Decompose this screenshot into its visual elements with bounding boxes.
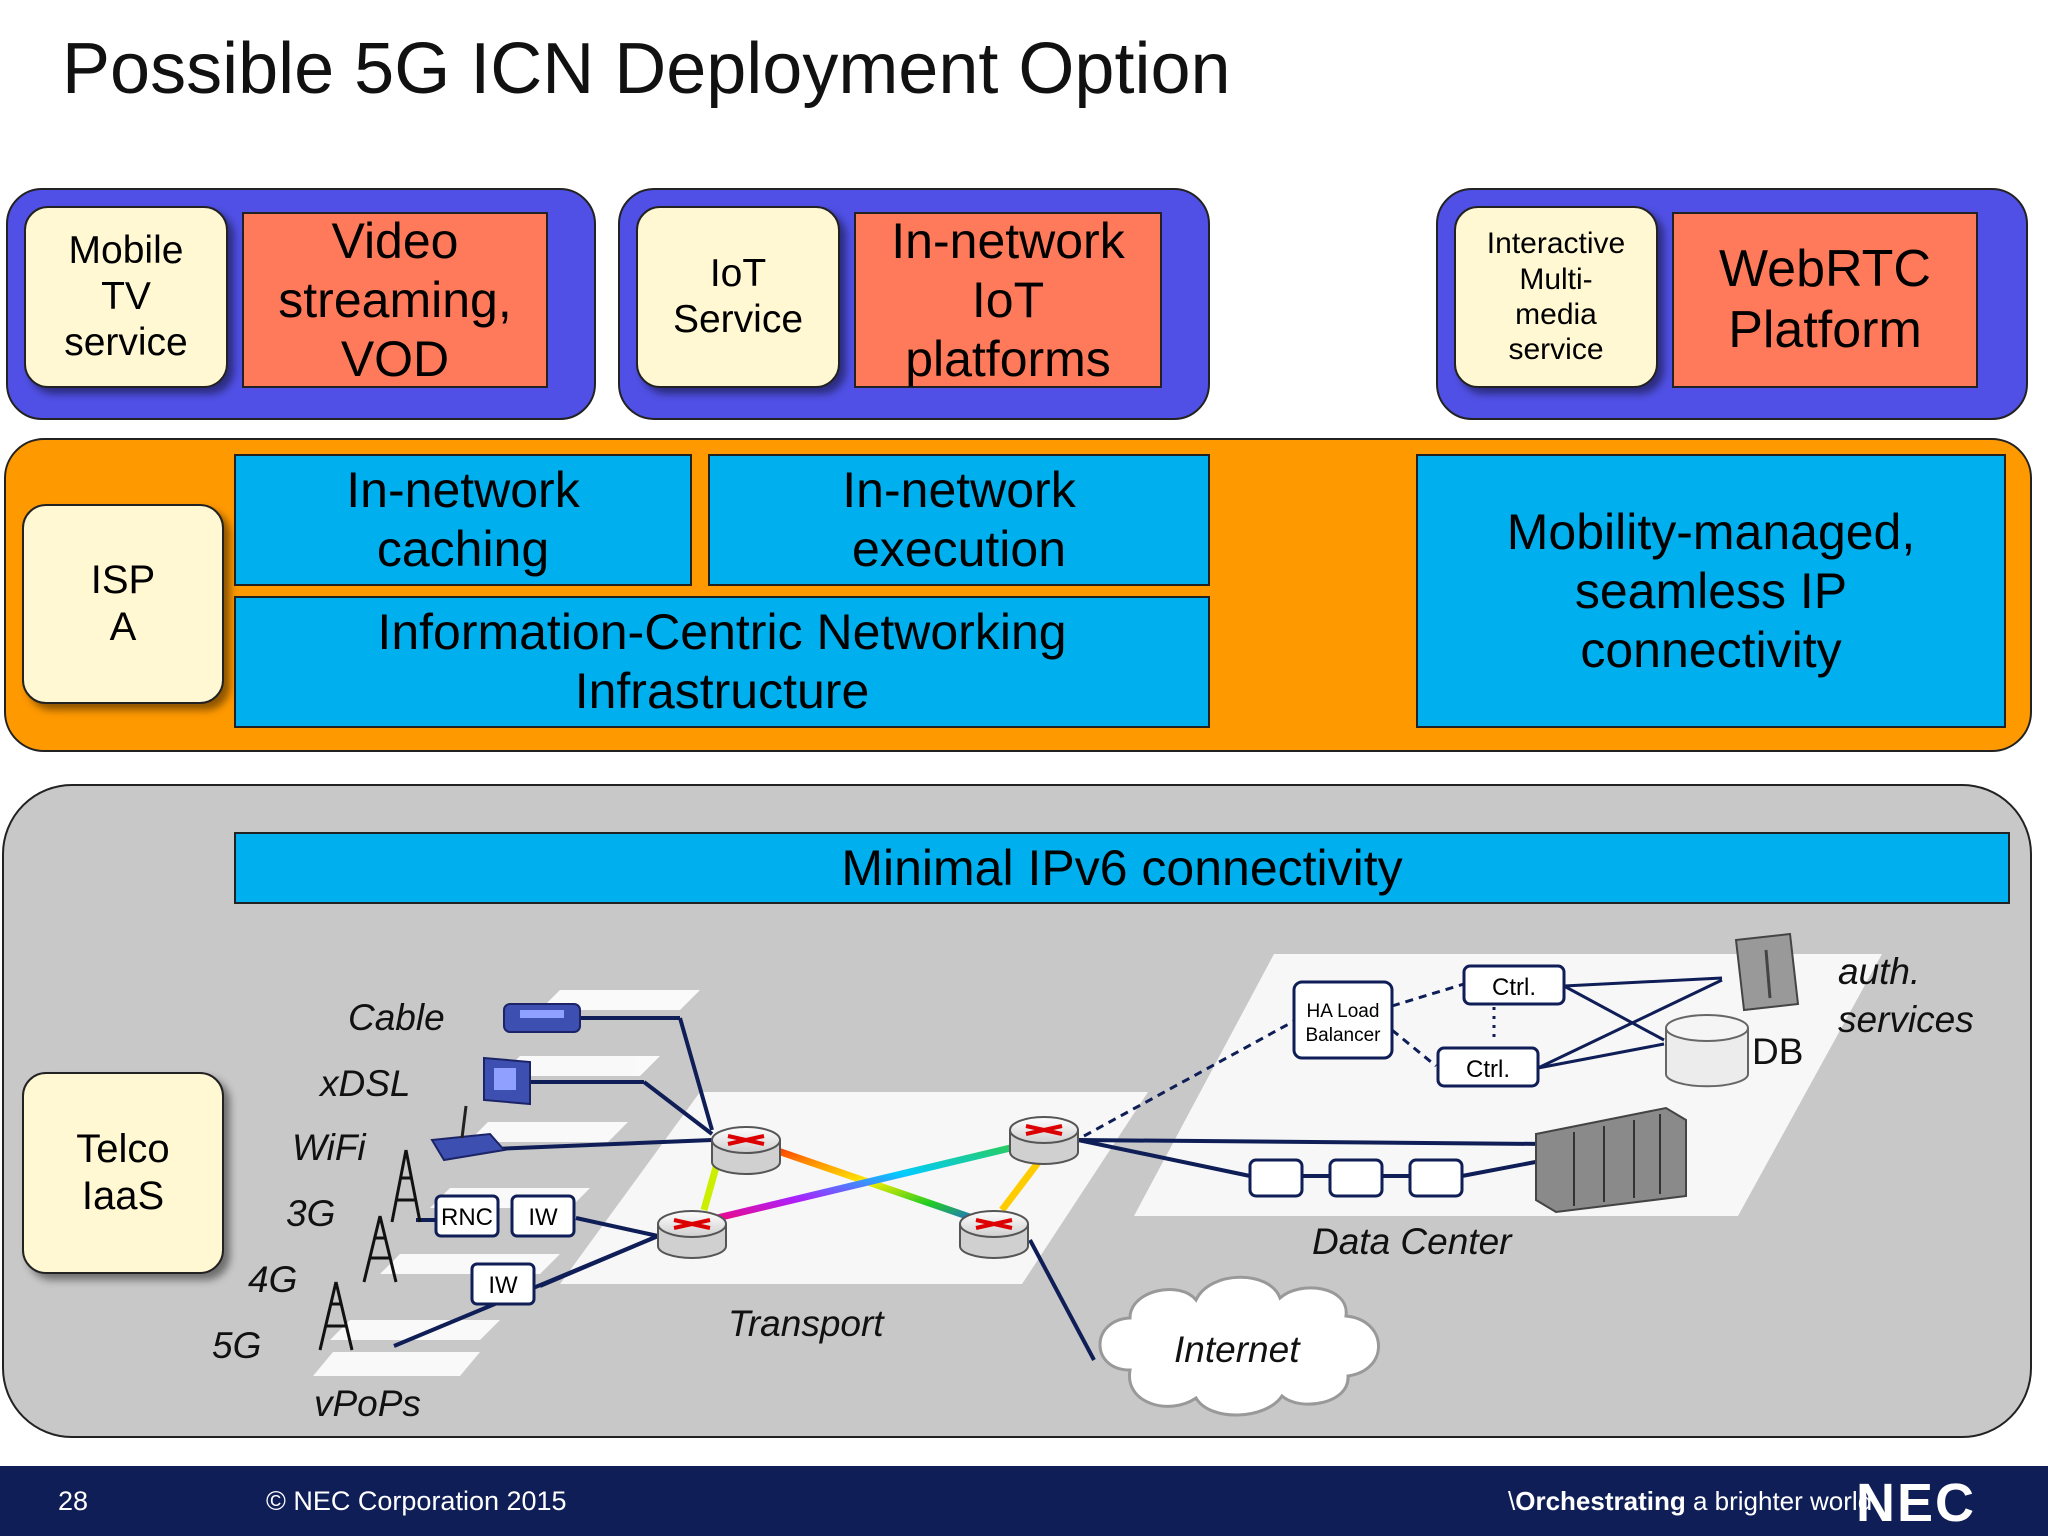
auth-label-line-2: services xyxy=(1838,999,1974,1040)
ctrl-label-bottom: Ctrl. xyxy=(1466,1056,1510,1083)
vpops-label: vPoPs xyxy=(314,1383,421,1424)
tagline-bold: Orchestrating xyxy=(1515,1486,1686,1516)
iw-label-3g: IW xyxy=(528,1204,558,1231)
iot-service-box: IoT Service xyxy=(636,206,840,388)
iw-box-3g: IW xyxy=(510,1194,576,1238)
iw-label-4g: IW xyxy=(488,1272,518,1299)
data-center-label: Data Center xyxy=(1312,1221,1513,1262)
mobile-tv-service-box: Mobile TV service xyxy=(24,206,228,388)
page-title: Possible 5G ICN Deployment Option xyxy=(62,29,1231,109)
ha-load-balancer-line-2: Balancer xyxy=(1306,1025,1382,1046)
iw-box-4g: IW xyxy=(470,1262,536,1306)
access-xdsl-label: xDSL xyxy=(318,1063,410,1104)
ha-load-balancer-line-1: HA Load xyxy=(1307,1001,1380,1022)
wifi-router-icon xyxy=(430,1105,506,1162)
mobility-managed-box: Mobility-managed, seamless IP connectivi… xyxy=(1416,454,2006,728)
ctrl-box-top: Ctrl. xyxy=(1462,964,1566,1006)
copyright: © NEC Corporation 2015 xyxy=(266,1486,567,1516)
ha-load-balancer-box: HA Load Balancer xyxy=(1292,980,1394,1060)
server-rack-icon xyxy=(1535,1106,1687,1214)
access-3g-label: 3G xyxy=(286,1193,335,1234)
rnc-box: RNC xyxy=(434,1194,500,1238)
iot-platforms-box: In-network IoT platforms xyxy=(854,212,1162,388)
vpop-stripes xyxy=(313,990,700,1376)
access-cable-label: Cable xyxy=(348,997,445,1038)
tagline-rest: a brighter world xyxy=(1685,1486,1873,1516)
page-number: 28 xyxy=(58,1486,89,1516)
access-5g-label: 5G xyxy=(212,1325,261,1366)
database-icon xyxy=(1665,1014,1749,1088)
cable-modem-icon xyxy=(503,1003,581,1033)
transport-label: Transport xyxy=(728,1303,885,1344)
cell-tower-icons xyxy=(318,1149,422,1351)
rnc-label: RNC xyxy=(441,1204,493,1231)
dc-dashed-link xyxy=(1083,1018,1297,1138)
access-wifi-label: WiFi xyxy=(292,1127,367,1168)
access-4g-label: 4G xyxy=(248,1259,297,1300)
dsl-modem-icon xyxy=(483,1056,531,1106)
telco-iaas-box: Telco IaaS xyxy=(22,1072,224,1274)
icn-infrastructure-box: Information-Centric Networking Infrastru… xyxy=(234,596,1210,728)
ctrl-box-bottom: Ctrl. xyxy=(1436,1046,1540,1088)
in-network-execution-box: In-network execution xyxy=(708,454,1210,586)
auth-server-icon xyxy=(1734,932,1800,1012)
interactive-multimedia-box: Interactive Multi- media service xyxy=(1454,206,1658,388)
ctrl-label-top: Ctrl. xyxy=(1492,974,1536,1001)
nec-logo: NEC xyxy=(1856,1473,1977,1533)
ipv6-connectivity-label: Minimal IPv6 connectivity xyxy=(841,839,1403,896)
db-label: DB xyxy=(1752,1031,1803,1072)
router-icons xyxy=(657,1116,1079,1259)
internet-cloud xyxy=(1098,1275,1380,1417)
footer-bar: 28 © NEC Corporation 2015 \Orchestrating… xyxy=(0,1466,2048,1536)
ipv6-connectivity-bar: Minimal IPv6 connectivity xyxy=(234,832,2010,904)
dc-small-boxes xyxy=(1248,1158,1464,1198)
webrtc-platform-box: WebRTC Platform xyxy=(1672,212,1978,388)
auth-label-line-1: auth. xyxy=(1838,951,1920,992)
internet-label: Internet xyxy=(1174,1329,1301,1370)
controller-links xyxy=(1391,976,1723,1070)
in-network-caching-box: In-network caching xyxy=(234,454,692,586)
isp-a-box: ISP A xyxy=(22,504,224,704)
video-streaming-box: Video streaming, VOD xyxy=(242,212,548,388)
tagline: \Orchestrating a brighter world xyxy=(1508,1486,1873,1516)
